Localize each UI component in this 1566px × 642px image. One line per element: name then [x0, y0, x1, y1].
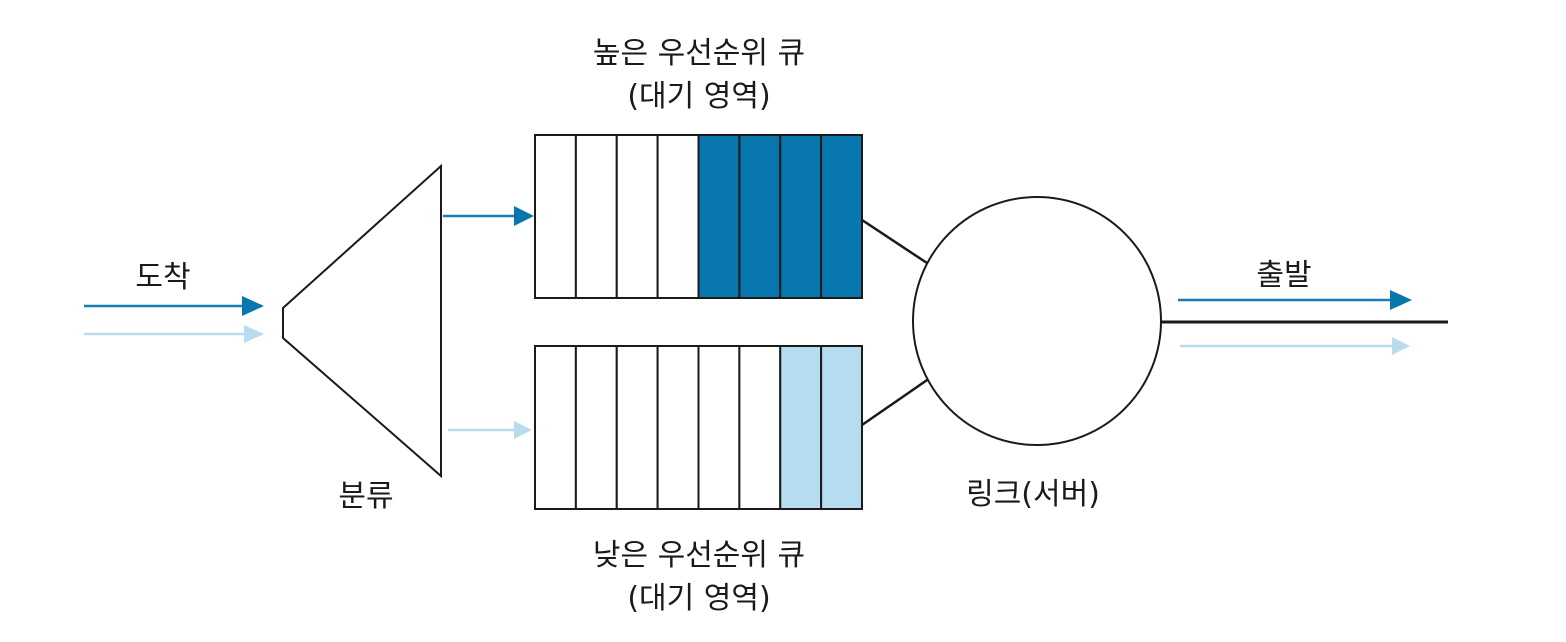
- low-queue-empty-slot: [656, 345, 700, 510]
- low-queue-empty-slot: [574, 345, 618, 510]
- to-high-queue-arrowhead: [514, 206, 534, 226]
- departure-label: 출발: [1256, 258, 1311, 293]
- high-queue-connector: [861, 218, 931, 267]
- low-queue-label-line2: (대기 영역): [627, 581, 770, 616]
- high-queue-empty-slot: [615, 134, 659, 299]
- low-queue-empty-slot: [738, 345, 782, 510]
- high-queue-empty-slot: [574, 134, 618, 299]
- low-queue-empty-slot: [534, 345, 577, 510]
- server-circle: [912, 196, 1162, 446]
- high-priority-queue: [534, 134, 863, 299]
- low-queue-label-line1: 낮은 우선순위 큐: [593, 538, 805, 573]
- low-queue-empty-slot: [697, 345, 741, 510]
- low-queue-packet-slot: [820, 345, 863, 510]
- high-queue-packet-slot: [779, 134, 823, 299]
- high-queue-empty-slot: [656, 134, 700, 299]
- arrival-arrowhead-high: [242, 296, 264, 316]
- high-queue-label-line2: (대기 영역): [627, 79, 770, 114]
- classifier-shape: [282, 163, 442, 479]
- high-queue-empty-slot: [534, 134, 577, 299]
- arrival-arrows: [84, 296, 264, 343]
- departure-arrowhead-high: [1390, 290, 1412, 310]
- low-queue-packet-slot: [779, 345, 823, 510]
- server-label: 링크(서버): [966, 477, 1100, 512]
- arrival-arrowhead-low: [244, 325, 264, 343]
- classifier-label: 분류: [338, 479, 393, 514]
- departure-arrowhead-low: [1392, 337, 1410, 355]
- arrival-label: 도착: [135, 260, 190, 295]
- high-queue-packet-slot: [697, 134, 741, 299]
- low-priority-queue: [534, 345, 863, 510]
- high-queue-packet-slot: [738, 134, 782, 299]
- low-queue-empty-slot: [615, 345, 659, 510]
- to-low-queue-arrowhead: [514, 421, 532, 439]
- high-queue-packet-slot: [820, 134, 863, 299]
- low-queue-connector: [861, 376, 931, 427]
- high-queue-label-line1: 높은 우선순위 큐: [593, 36, 805, 71]
